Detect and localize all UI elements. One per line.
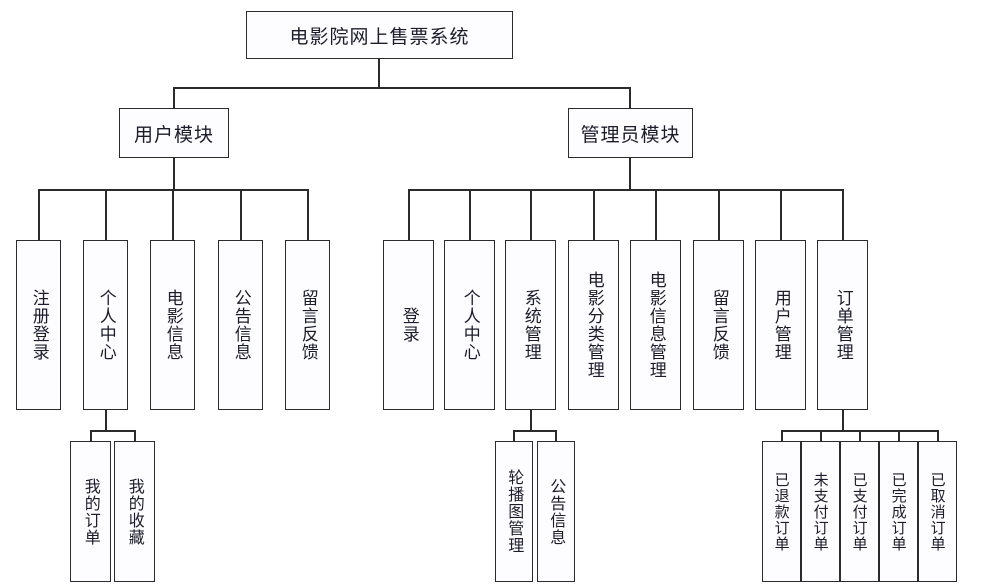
node-root[interactable]: 电影院网上售票系统	[246, 11, 513, 59]
node-my-favorites[interactable]: 我的收藏	[114, 441, 155, 582]
connector-user-stem	[173, 158, 176, 190]
connector-admin-bus	[408, 189, 843, 192]
node-admin-user-manage[interactable]: 用户管理	[755, 240, 806, 410]
connector-root-to-user	[173, 87, 175, 108]
connector-admin-child-1	[408, 189, 410, 240]
node-label: 已取消订单	[928, 471, 947, 552]
connector-sysmanage-child-1	[513, 430, 515, 441]
node-label: 公告信息	[547, 477, 567, 546]
node-label: 公告信息	[230, 289, 251, 361]
node-label: 已退款订单	[772, 471, 791, 552]
connector-root-bus	[173, 87, 631, 90]
node-admin-system-manage[interactable]: 系统管理	[505, 240, 556, 410]
node-label: 已完成订单	[889, 471, 908, 552]
node-user-message-feedback[interactable]: 留言反馈	[285, 240, 330, 410]
node-label: 留言反馈	[297, 289, 318, 361]
node-label: 注册登录	[28, 289, 49, 361]
node-admin-personal-center[interactable]: 个人中心	[444, 240, 495, 410]
node-admin-module-label: 管理员模块	[580, 123, 681, 146]
node-user-personal-center[interactable]: 个人中心	[83, 240, 128, 410]
node-admin-message-feedback[interactable]: 留言反馈	[693, 240, 744, 410]
node-label: 个人中心	[95, 289, 116, 361]
connector-sysmanage-child-2	[555, 430, 557, 441]
connector-sysmanage-bus	[513, 430, 557, 433]
node-user-module[interactable]: 用户模块	[119, 108, 229, 158]
node-refunded-orders[interactable]: 已退款订单	[762, 441, 801, 582]
node-label: 轮播图管理	[505, 469, 525, 554]
node-my-orders[interactable]: 我的订单	[70, 441, 111, 582]
node-label: 登录	[398, 307, 419, 343]
node-label: 个人中心	[459, 289, 480, 361]
connector-ordermanage-child-1	[781, 430, 783, 441]
node-label: 我的收藏	[125, 477, 145, 546]
node-unpaid-orders[interactable]: 未支付订单	[801, 441, 840, 582]
connector-root-to-admin	[629, 87, 631, 108]
node-root-label: 电影院网上售票系统	[289, 25, 470, 48]
connector-user-child-2	[105, 189, 107, 240]
node-user-announcement-info[interactable]: 公告信息	[218, 240, 263, 410]
node-admin-order-manage[interactable]: 订单管理	[817, 240, 868, 410]
node-label: 我的订单	[81, 477, 101, 546]
connector-usercenter-stem	[105, 410, 108, 431]
node-label: 电影分类管理	[583, 271, 604, 379]
connector-admin-child-8	[842, 189, 844, 240]
node-user-register-login[interactable]: 注册登录	[16, 240, 61, 410]
connector-ordermanage-child-2	[820, 430, 822, 441]
connector-user-child-4	[240, 189, 242, 240]
connector-root-stem	[378, 59, 381, 88]
connector-ordermanage-stem	[842, 410, 845, 431]
node-user-module-label: 用户模块	[133, 123, 214, 146]
node-admin-movie-info-manage[interactable]: 电影信息管理	[630, 240, 681, 410]
connector-ordermanage-child-5	[937, 430, 939, 441]
connector-admin-child-3	[530, 189, 532, 240]
connector-ordermanage-child-3	[859, 430, 861, 441]
connector-user-child-5	[307, 189, 309, 240]
node-admin-movie-category-manage[interactable]: 电影分类管理	[568, 240, 619, 410]
connector-usercenter-child-1	[90, 430, 92, 441]
node-carousel-manage[interactable]: 轮播图管理	[495, 441, 533, 582]
connector-user-child-3	[172, 189, 174, 240]
node-label: 电影信息管理	[645, 271, 666, 379]
node-label: 订单管理	[832, 289, 853, 361]
node-user-movie-info[interactable]: 电影信息	[150, 240, 195, 410]
connector-admin-child-2	[469, 189, 471, 240]
connector-sysmanage-stem	[530, 410, 533, 431]
connector-usercenter-child-2	[134, 430, 136, 441]
node-announcement-info-admin[interactable]: 公告信息	[537, 441, 575, 582]
node-cancelled-orders[interactable]: 已取消订单	[918, 441, 957, 582]
connector-ordermanage-child-4	[898, 430, 900, 441]
node-completed-orders[interactable]: 已完成订单	[879, 441, 918, 582]
node-label: 留言反馈	[708, 289, 729, 361]
connector-admin-child-6	[718, 189, 720, 240]
node-admin-login[interactable]: 登录	[383, 240, 434, 410]
connector-admin-child-7	[780, 189, 782, 240]
connector-admin-child-5	[655, 189, 657, 240]
node-paid-orders[interactable]: 已支付订单	[840, 441, 879, 582]
node-label: 系统管理	[520, 289, 541, 361]
connector-admin-child-4	[593, 189, 595, 240]
node-label: 已支付订单	[850, 471, 869, 552]
node-label: 用户管理	[770, 289, 791, 361]
connector-usercenter-bus	[90, 430, 136, 433]
node-label: 电影信息	[162, 289, 183, 361]
node-label: 未支付订单	[811, 471, 830, 552]
connector-admin-stem	[629, 158, 632, 190]
connector-user-child-1	[38, 189, 40, 240]
node-admin-module[interactable]: 管理员模块	[568, 108, 693, 158]
